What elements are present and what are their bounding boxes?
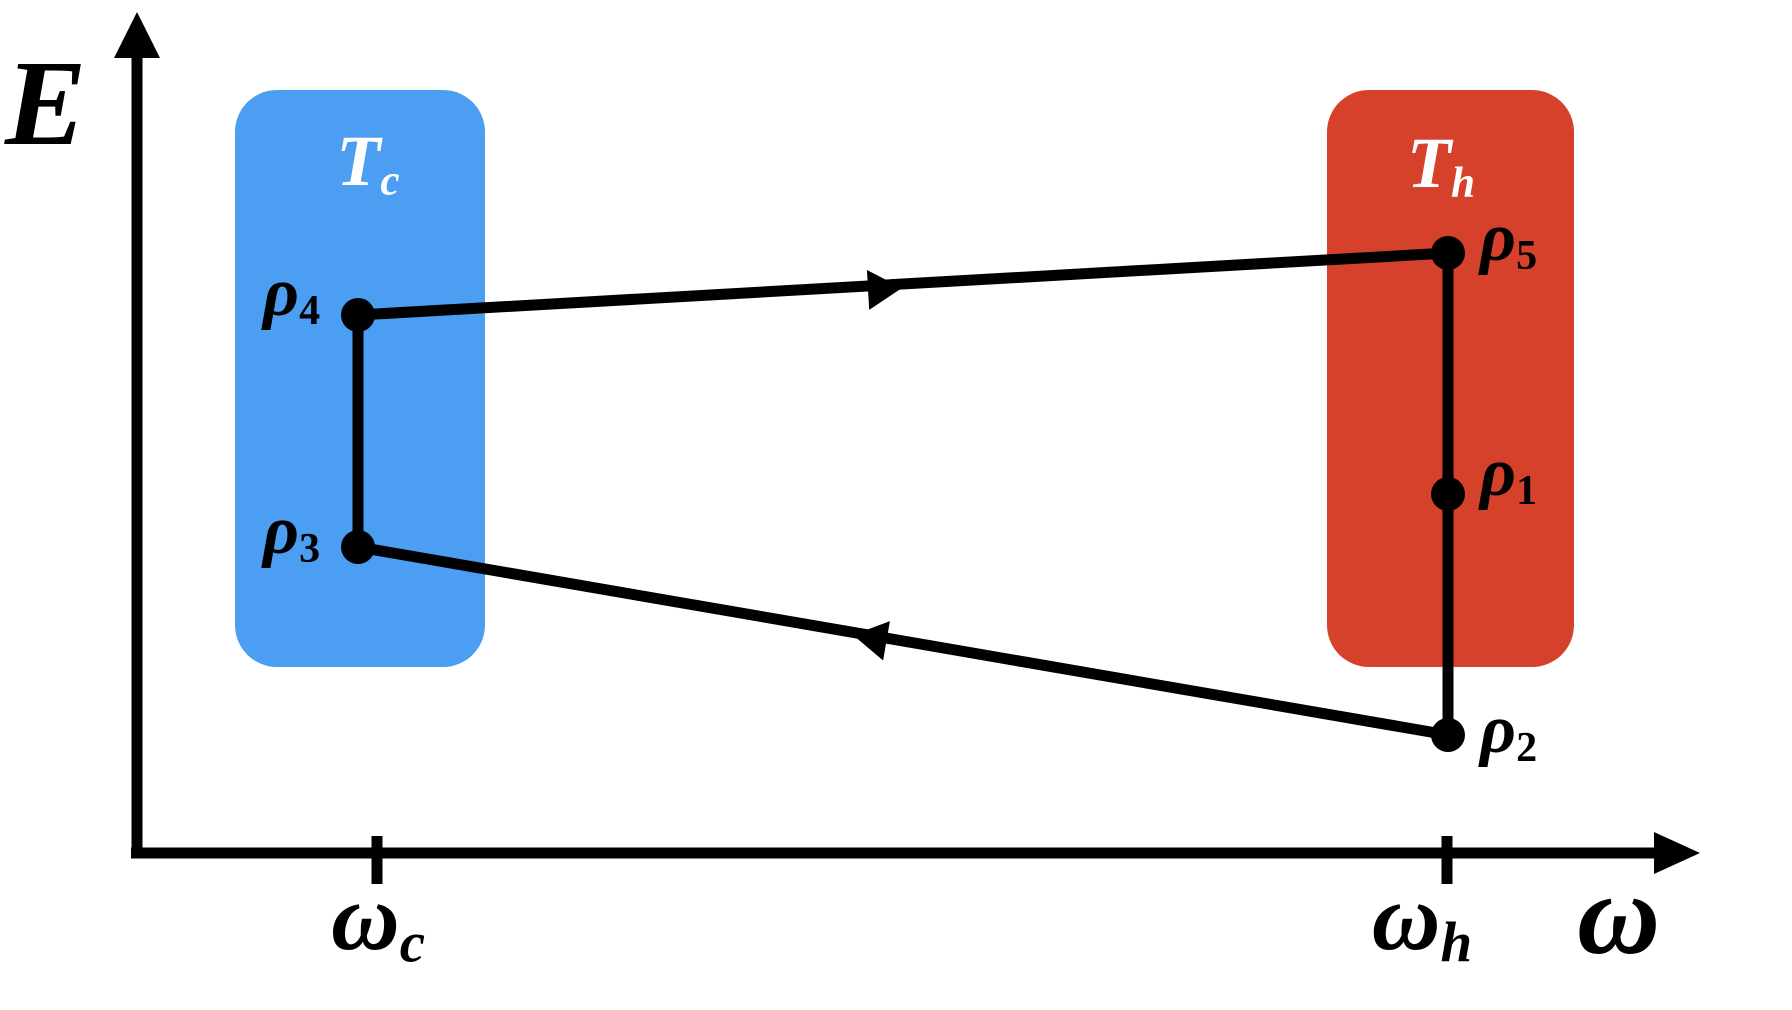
- rho2-subscript: 2: [1516, 725, 1538, 772]
- rho5-symbol: ρ: [1480, 199, 1517, 276]
- y-axis-arrowhead: [114, 12, 160, 58]
- rho3-subscript: 3: [299, 526, 321, 573]
- omega-h-symbol: ω: [1371, 864, 1441, 970]
- bottom-cycle-arrowhead: [853, 621, 890, 661]
- cold-bath-label: Tc: [336, 125, 399, 203]
- rho1-subscript: 1: [1516, 468, 1538, 515]
- rho1-symbol: ρ: [1480, 434, 1517, 511]
- y-axis-label-text: E: [5, 36, 87, 171]
- omega-c-subscript: c: [399, 911, 426, 975]
- y-axis-label: E: [5, 43, 86, 165]
- point-rho4-dot: [341, 298, 375, 332]
- bottom-cycle-line: [352, 541, 1454, 741]
- omega-c-symbol: ω: [330, 864, 400, 970]
- top-cycle-line: [352, 247, 1454, 321]
- rho2-symbol: ρ: [1480, 691, 1517, 768]
- rho4-symbol: ρ: [263, 254, 300, 331]
- x-tick-label-omega-c: ωc: [331, 870, 425, 972]
- x-tick-label-omega-h: ωh: [1372, 870, 1472, 972]
- cold-bath-symbol: T: [336, 121, 381, 201]
- omega-h-subscript: h: [1440, 911, 1473, 975]
- point-rho5-dot: [1431, 236, 1465, 270]
- top-cycle-arrowhead: [866, 269, 902, 310]
- point-rho1-dot: [1431, 477, 1465, 511]
- x-axis-arrowhead: [1654, 832, 1700, 874]
- hot-bath-label: Th: [1407, 127, 1475, 205]
- rho4-subscript: 4: [299, 288, 321, 335]
- point-label-rho2: ρ2: [1480, 695, 1538, 772]
- hot-bath-subscript: h: [1450, 159, 1476, 207]
- rho3-symbol: ρ: [263, 492, 300, 569]
- point-rho3-dot: [341, 530, 375, 564]
- point-label-rho1: ρ1: [1480, 438, 1538, 515]
- x-axis-label-text: ω: [1577, 851, 1661, 978]
- point-label-rho4: ρ4: [263, 258, 321, 335]
- cold-bath-subscript: c: [380, 157, 400, 205]
- point-label-rho5: ρ5: [1480, 203, 1538, 280]
- point-rho2-dot: [1431, 718, 1465, 752]
- point-label-rho3: ρ3: [263, 496, 321, 573]
- rho5-subscript: 5: [1516, 233, 1538, 280]
- hot-bath-symbol: T: [1406, 123, 1451, 203]
- x-axis-label: ω: [1577, 857, 1660, 972]
